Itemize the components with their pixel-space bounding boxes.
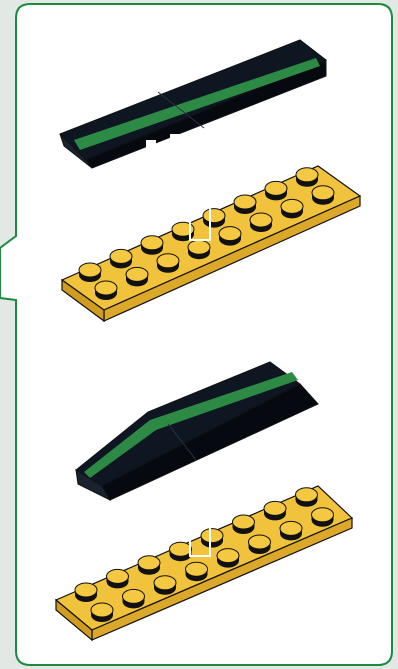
stud-icon [107,569,129,588]
stud-icon [219,227,241,246]
stud-icon [233,515,255,534]
stud-icon [79,263,101,282]
stud-icon [296,488,318,507]
stud-icon [138,556,160,575]
stud-icon [265,181,287,200]
stud-icon [296,168,318,187]
stud-icon [188,240,210,259]
stud-icon [126,267,148,286]
stud-icon [91,603,113,622]
stud-icon [281,199,303,218]
stud-icon [170,542,192,561]
stud-icon [123,589,145,608]
stud-icon [249,535,271,554]
stud-icon [264,501,286,520]
stud-icon [312,186,334,205]
stud-icon [250,213,272,232]
stud-icon [154,576,176,595]
stud-icon [234,195,256,214]
stud-icon [141,236,163,255]
stud-icon [157,254,179,273]
stud-icon [217,549,239,568]
stud-icon [186,562,208,581]
stud-icon [95,281,117,300]
stud-icon [203,209,225,228]
stud-icon [312,508,334,527]
stud-icon [201,529,223,548]
stud-icon [280,521,302,540]
stud-icon [75,583,97,602]
stud-icon [110,249,132,268]
